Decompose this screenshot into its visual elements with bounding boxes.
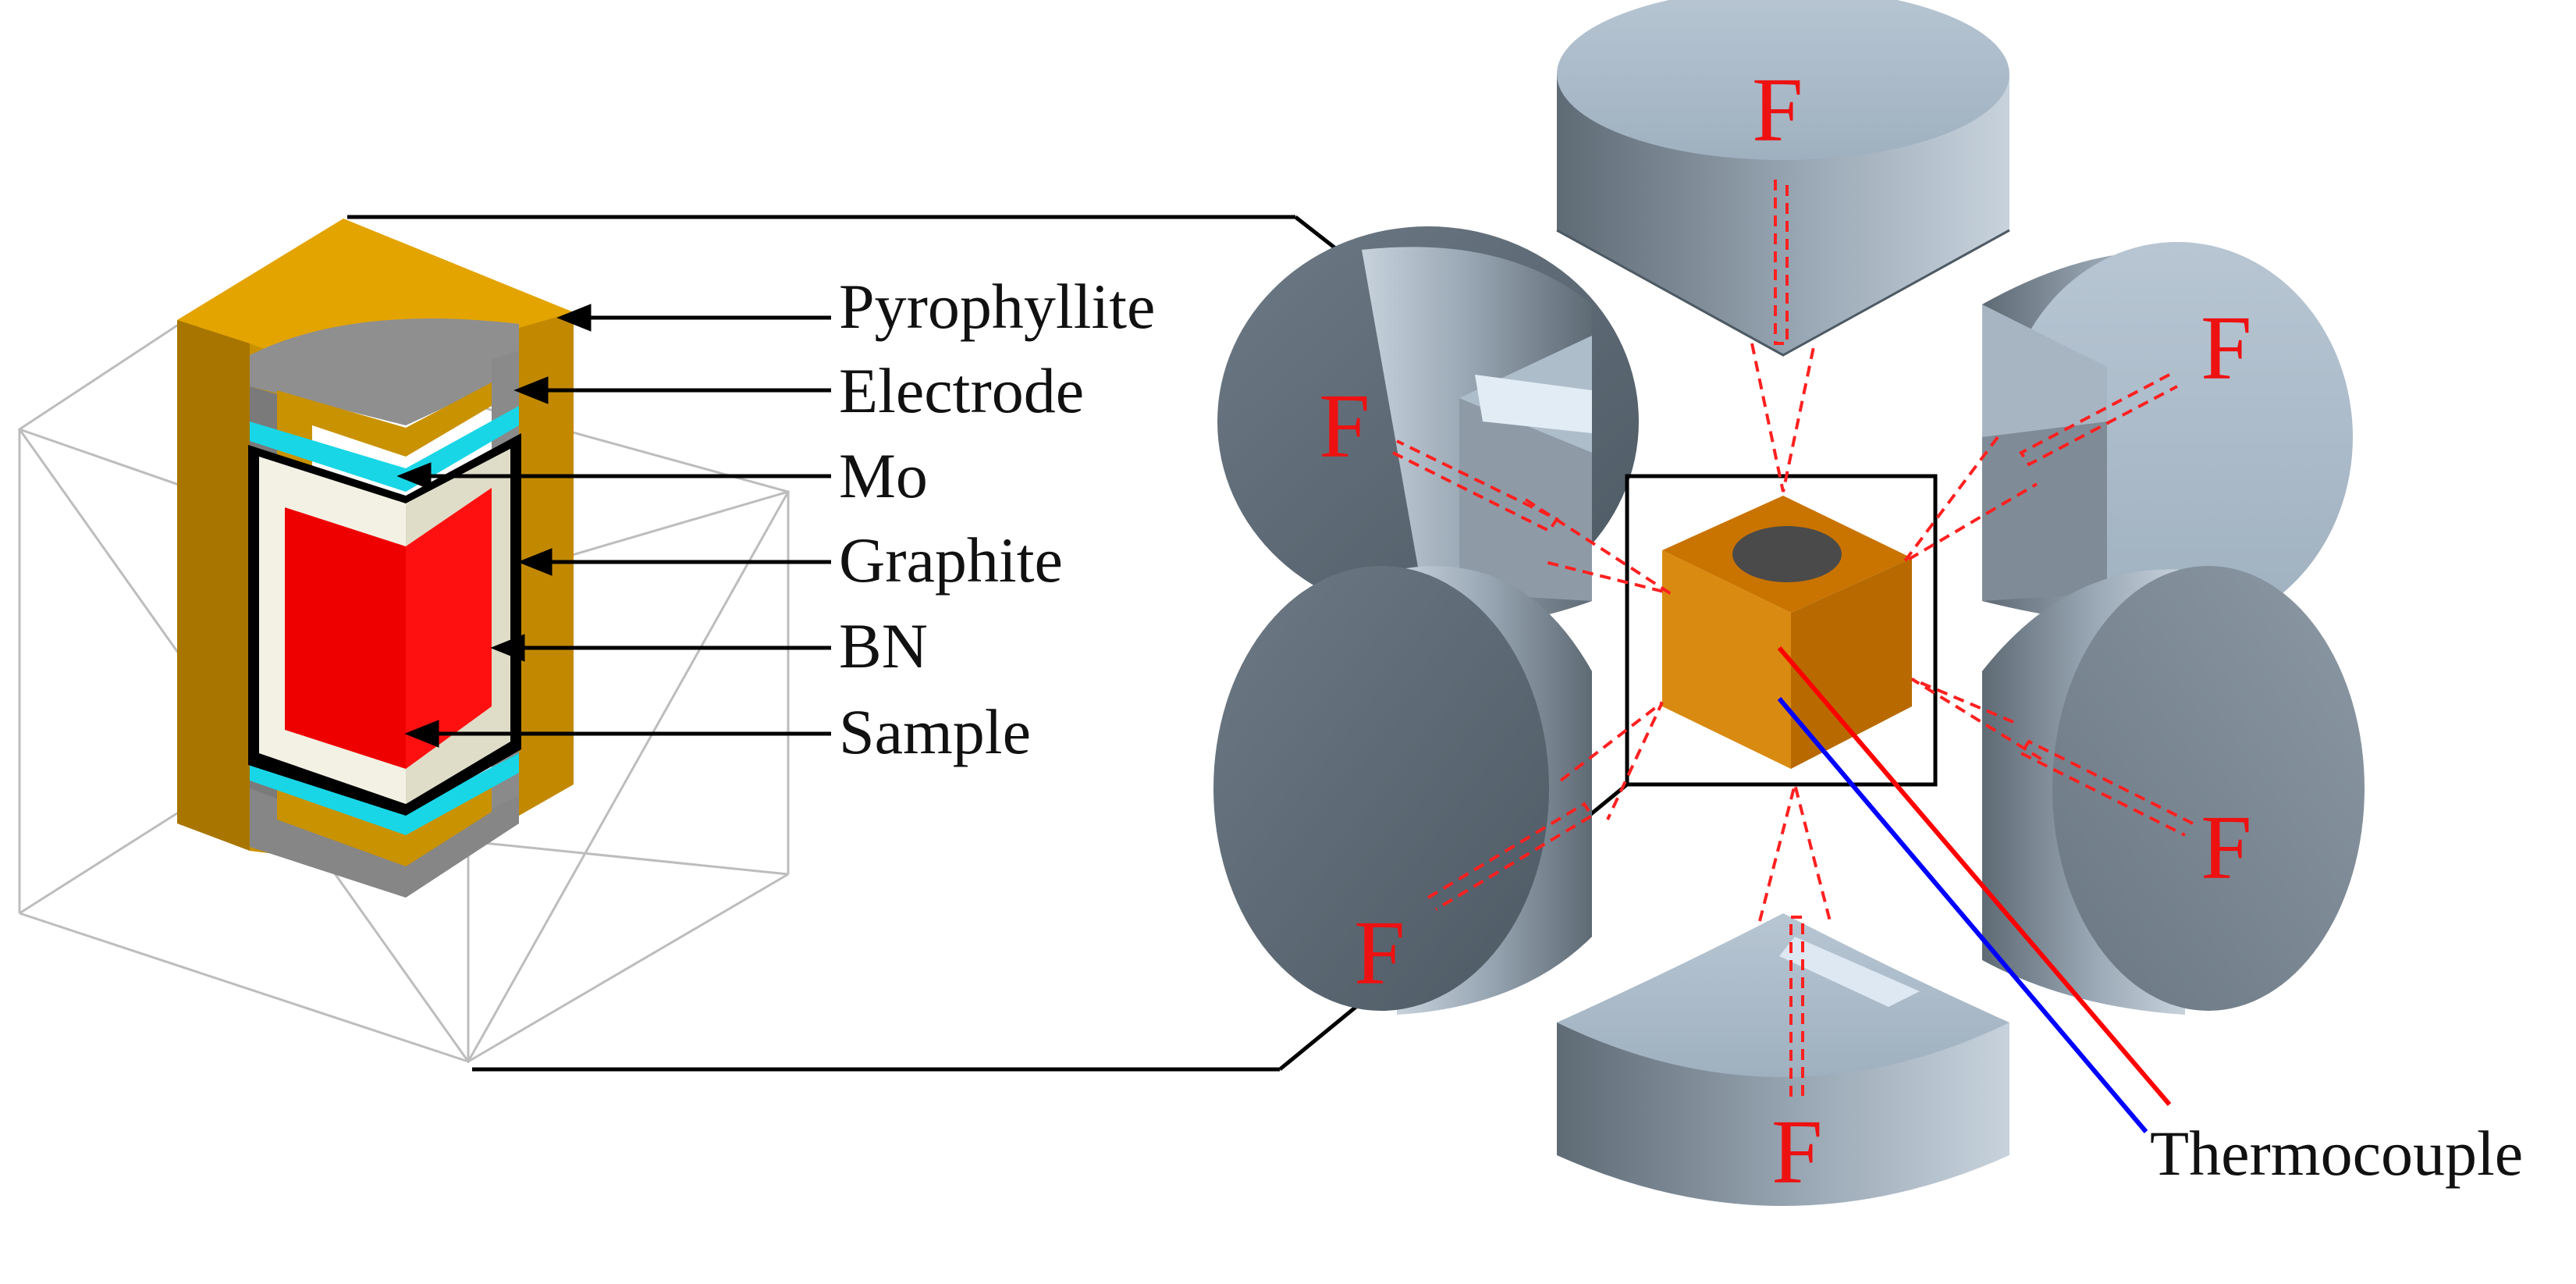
- anvil-upper-right: [1982, 242, 2353, 632]
- mo-ring-top: [250, 406, 519, 492]
- anvil-lower-right: [1982, 566, 2365, 1015]
- label-thermocouple: Thermocouple: [2150, 1118, 2523, 1189]
- label-graphite: Graphite: [839, 525, 1063, 596]
- label-mo: Mo: [839, 440, 928, 511]
- label-bn: BN: [839, 610, 928, 681]
- force-label-lower-left: F: [1354, 902, 1405, 1004]
- force-label-lower-right: F: [2201, 796, 2252, 898]
- anvil-top: [1556, 0, 2010, 357]
- sample-front: [285, 507, 406, 769]
- sample-right: [406, 488, 492, 769]
- anvil-bottom: [1557, 913, 2009, 1206]
- pressure-cube: [1662, 496, 1912, 769]
- anvil-upper-left: [1217, 226, 1639, 626]
- electrode-top-inner: [277, 382, 492, 457]
- force-label-upper-right: F: [2201, 297, 2252, 399]
- label-sample: Sample: [839, 696, 1031, 767]
- cell-assembly: Pyrophyllite Electrode Mo Graphite BN Sa…: [17, 219, 1155, 1064]
- thermocouple-wires: [1777, 646, 2172, 1133]
- electrode-top: [250, 318, 519, 425]
- force-label-bottom: F: [1771, 1101, 1823, 1203]
- force-label-upper-left: F: [1319, 375, 1370, 477]
- label-electrode: Electrode: [839, 355, 1084, 426]
- label-pyrophyllite: Pyrophyllite: [839, 271, 1155, 342]
- leader-arrows: [396, 304, 831, 748]
- six-anvil-apparatus: Thermocouple F F F F F F: [1213, 0, 2523, 1206]
- force-label-top: F: [1752, 59, 1803, 161]
- cube-hole: [1732, 526, 1842, 582]
- pyrophyllite-left-face: [177, 320, 250, 851]
- force-arrows: [1392, 180, 2194, 1097]
- mo-ring-bottom: [250, 753, 519, 835]
